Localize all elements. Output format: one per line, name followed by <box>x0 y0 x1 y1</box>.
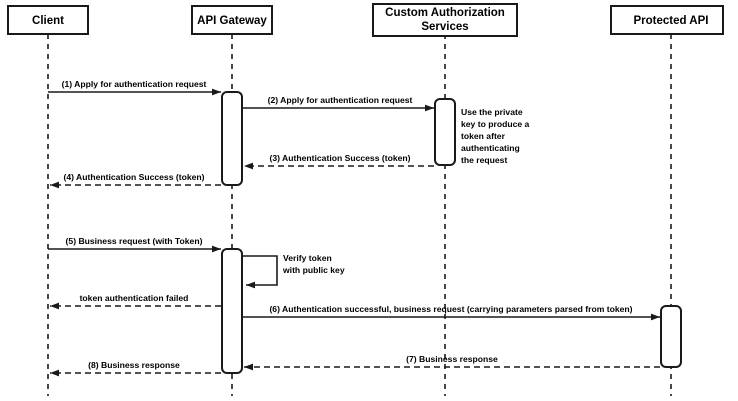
note-private-key-line-2: key to produce a <box>461 119 530 129</box>
participant-box-api-gateway[interactable] <box>191 5 273 35</box>
message-7[interactable]: (6) Authentication successful, business … <box>242 304 660 321</box>
message-8[interactable]: (7) Business response <box>244 354 660 371</box>
note-private-key: Use the private key to produce a token a… <box>461 107 530 165</box>
participant-custom-auth[interactable]: Custom Authorization Services <box>372 3 518 37</box>
message-3[interactable]: (3) Authentication Success (token) <box>244 153 434 170</box>
self-message-verify-token-label-line1: Verify token <box>283 253 332 263</box>
message-8-label: (7) Business response <box>406 354 498 364</box>
participant-label-client: Client <box>32 15 64 27</box>
participant-protected-api[interactable]: Protected API <box>610 5 724 35</box>
message-4[interactable]: (4) Authentication Success (token) <box>50 172 221 189</box>
note-private-key-line-3: token after <box>461 131 506 141</box>
message-7-label: (6) Authentication successful, business … <box>269 304 632 314</box>
activation-bars-group <box>221 91 682 374</box>
activation-bar-protected-api <box>660 305 682 368</box>
message-2[interactable]: (2) Apply for authentication request <box>242 95 434 112</box>
message-4-label: (4) Authentication Success (token) <box>63 172 204 182</box>
message-1-label: (1) Apply for authentication request <box>62 79 207 89</box>
message-9-label: (8) Business response <box>88 360 180 370</box>
message-6[interactable]: token authentication failed <box>50 293 221 310</box>
self-message-verify-token-arrow[interactable] <box>242 255 278 289</box>
activation-bar-api-gateway-auth <box>221 91 243 186</box>
message-5[interactable]: (5) Business request (with Token) <box>48 236 221 253</box>
activation-bar-custom-auth <box>434 98 456 166</box>
participant-box-custom-auth[interactable] <box>372 3 518 37</box>
participant-box-protected-api[interactable] <box>610 5 724 35</box>
participant-api-gateway[interactable]: API Gateway <box>191 5 273 35</box>
self-message-verify-token[interactable]: Verify token with public key <box>242 253 345 289</box>
participant-label-api-gateway: API Gateway <box>197 15 267 27</box>
message-2-label: (2) Apply for authentication request <box>268 95 413 105</box>
participant-client[interactable]: Client <box>7 5 89 35</box>
self-message-verify-token-label-line2: with public key <box>282 265 345 275</box>
message-9[interactable]: (8) Business response <box>50 360 221 377</box>
message-6-label: token authentication failed <box>80 293 189 303</box>
participant-box-client[interactable] <box>7 5 89 35</box>
participant-label-custom-auth-line1: Custom Authorization <box>385 7 505 19</box>
message-5-label: (5) Business request (with Token) <box>66 236 203 246</box>
participant-label-protected-api: Protected API <box>634 15 709 27</box>
note-private-key-line-1: Use the private <box>461 107 523 117</box>
message-3-label: (3) Authentication Success (token) <box>269 153 410 163</box>
note-private-key-line-4: authenticating <box>461 143 520 153</box>
message-1[interactable]: (1) Apply for authentication request <box>48 79 221 96</box>
participant-label-custom-auth-line2: Services <box>421 21 468 33</box>
activation-bar-api-gateway-business <box>221 248 243 374</box>
note-private-key-line-5: the request <box>461 155 507 165</box>
